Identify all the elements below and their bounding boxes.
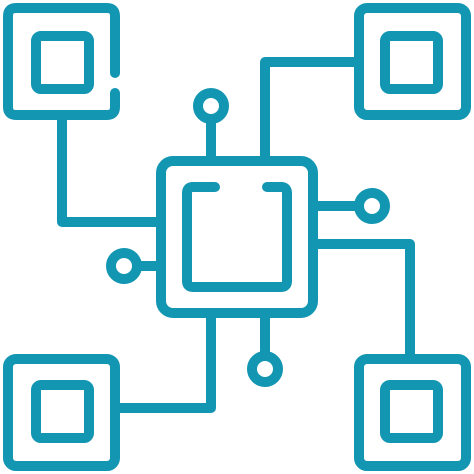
- central-chip: [156, 156, 318, 318]
- top-left-node-inner: [31, 31, 94, 94]
- bottom-left-node-inner: [31, 380, 94, 443]
- pin-right-circle: [354, 188, 390, 224]
- bottom-right-node-inner: [380, 380, 443, 443]
- central-chip-outer: [156, 156, 318, 318]
- bottom-right-node: [354, 354, 471, 471]
- top-right-node-inner: [380, 31, 443, 94]
- connector-top-left: [57, 110, 166, 227]
- pin-bottom-circle: [247, 351, 283, 387]
- top-left-node: [3, 3, 120, 120]
- connector-bottom-right: [308, 239, 415, 364]
- pin-left-circle: [106, 248, 142, 284]
- central-chip-inner: [182, 182, 292, 292]
- connector-bottom-left: [110, 308, 216, 413]
- pin-left: [106, 248, 166, 284]
- top-left-node-outer: [3, 3, 120, 120]
- top-right-node-outer: [354, 3, 471, 120]
- bottom-right-node-outer: [354, 354, 471, 471]
- pin-top-circle: [193, 88, 229, 124]
- pin-right: [308, 188, 390, 224]
- pin-top: [193, 88, 229, 166]
- pin-bottom: [247, 308, 283, 387]
- top-right-node: [354, 3, 471, 120]
- bottom-left-node-outer: [3, 354, 120, 471]
- bottom-left-node: [3, 354, 120, 471]
- connector-top-right: [260, 57, 364, 166]
